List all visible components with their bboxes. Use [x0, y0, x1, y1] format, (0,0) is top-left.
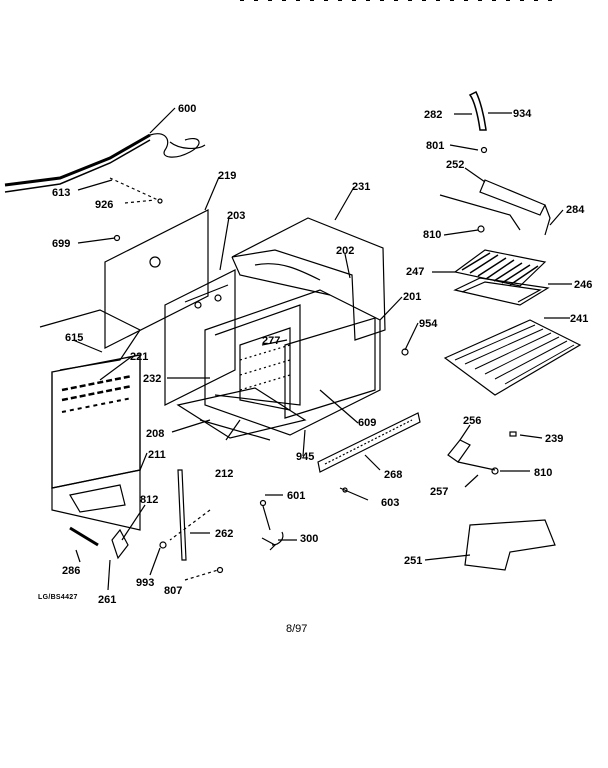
- callout: 801: [426, 140, 444, 152]
- callout: 812: [140, 494, 158, 506]
- handle-282: [468, 90, 487, 131]
- gas-valve-300: [261, 537, 276, 551]
- vent-trim-268: [317, 412, 421, 473]
- part-stamp: LG/BS4427: [38, 594, 78, 601]
- callout: 251: [404, 555, 422, 567]
- callout: 201: [403, 291, 421, 303]
- bake-element-bar: [439, 194, 521, 231]
- top-cover-231: [231, 217, 386, 341]
- callout: 282: [424, 109, 442, 121]
- callout-labels: 600 282 934 801 252 613 926 219 203 231 …: [52, 103, 592, 606]
- callout: 246: [574, 279, 592, 291]
- callout: 810: [423, 229, 441, 241]
- broil-element-252: [479, 179, 546, 216]
- sensor-256: [447, 439, 471, 463]
- callout: 212: [215, 468, 233, 480]
- callout: 232: [143, 373, 161, 385]
- callout: 241: [570, 313, 588, 325]
- callout: 699: [52, 238, 70, 250]
- callout: 219: [218, 170, 236, 182]
- date-code: 8/97: [286, 623, 308, 635]
- callout: 211: [148, 449, 166, 461]
- callout: 247: [406, 266, 424, 278]
- callout: 221: [130, 351, 148, 363]
- broiler-grid-247: [453, 249, 547, 287]
- callout: 993: [136, 577, 154, 589]
- callout: 257: [430, 486, 448, 498]
- callout: 603: [381, 497, 399, 509]
- side-panel-211: [51, 469, 141, 531]
- callout: 934: [513, 108, 532, 120]
- oven-cavity-202: [204, 289, 381, 436]
- callout: 613: [52, 187, 70, 199]
- rear-panel-219: [104, 209, 209, 349]
- callout: 231: [352, 181, 370, 193]
- trim-286: [69, 526, 99, 547]
- callout: 601: [287, 490, 305, 502]
- callout: 807: [164, 585, 182, 597]
- callout: 609: [358, 417, 376, 429]
- back-wall-221: [51, 354, 141, 489]
- cord-assembly-600: [4, 133, 206, 193]
- callout: 268: [384, 469, 402, 481]
- callout: 277: [262, 335, 280, 347]
- callout: 239: [545, 433, 563, 445]
- callout: 615: [65, 332, 83, 344]
- rod-262: [177, 469, 187, 561]
- callout: 252: [446, 159, 464, 171]
- callout: 286: [62, 565, 80, 577]
- bake-element-251: [464, 519, 556, 571]
- callout: 261: [98, 594, 116, 606]
- callout: 203: [227, 210, 245, 222]
- broiler-pan-246: [453, 277, 550, 306]
- callout: 256: [463, 415, 481, 427]
- callout: 945: [296, 451, 314, 463]
- callout: 926: [95, 199, 113, 211]
- wrapper-203: [164, 269, 236, 406]
- oven-rack-241: [443, 319, 582, 396]
- callout: 202: [336, 245, 354, 257]
- callout: 810: [534, 467, 552, 479]
- callout: 284: [566, 204, 585, 216]
- bracket-261: [111, 528, 129, 560]
- bottom-frame-208: [176, 387, 307, 439]
- callout: 208: [146, 428, 164, 440]
- callout: 300: [300, 533, 318, 545]
- callout: 600: [178, 103, 196, 115]
- callout: 954: [419, 318, 438, 330]
- callout: 262: [215, 528, 233, 540]
